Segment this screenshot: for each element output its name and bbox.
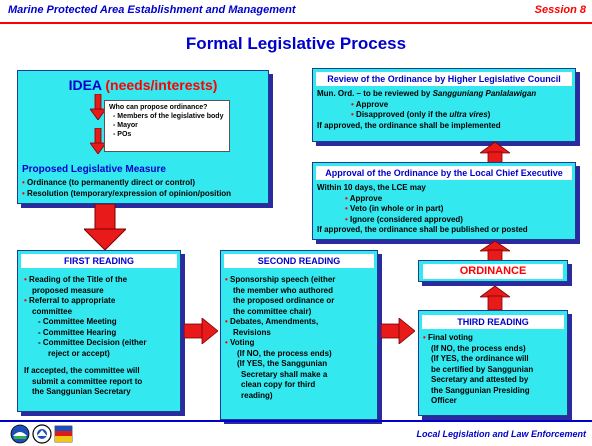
review-box: Review of the Ordinance by Higher Legisl… [312, 68, 576, 142]
idea-arrow-2-icon [90, 128, 106, 154]
who-can-propose-box: Who can propose ordinance? - Members of … [104, 100, 230, 152]
third-reading-title: THIRD READING [422, 315, 564, 329]
second-line: the member who authored [233, 285, 334, 295]
who-item: - POs [113, 131, 132, 138]
second-line: Revisions [233, 327, 271, 337]
approval-box: Approval of the Ordinance by the Local C… [312, 162, 576, 240]
logo-2-icon [32, 424, 52, 444]
plm-heading: Proposed Legislative Measure [22, 164, 166, 175]
first-reading-text: • Reading of the Title of the proposed m… [24, 275, 147, 396]
second-line: the proposed ordinance or [233, 296, 335, 305]
up-arrow-3-icon [480, 286, 510, 310]
third-line: (If NO, the process ends) [431, 343, 526, 353]
third-line: (If YES, the ordinance will [431, 354, 529, 363]
first-end: submit a committee report to [32, 376, 143, 386]
footer-divider [0, 420, 592, 422]
third-reading-box: THIRD READING • Final voting (If NO, the… [418, 310, 568, 416]
review-title: Review of the Ordinance by Higher Legisl… [316, 72, 572, 86]
first-reading-title: FIRST READING [21, 254, 177, 268]
second-reading-box: SECOND READING • Sponsorship speech (eit… [220, 250, 378, 420]
first-sub: - Committee Hearing [38, 327, 117, 337]
first-end: If accepted, the committee will [24, 366, 140, 375]
plm-item-resolution: • Resolution (temporary/expression of op… [22, 189, 232, 198]
review-approve: Approve [355, 99, 389, 109]
who-heading: Who can propose ordinance? [109, 104, 208, 111]
second-reading-title: SECOND READING [224, 254, 374, 268]
idea-title: IDEA (needs/interests) [18, 77, 268, 93]
third-reading-text: • Final voting (If NO, the process ends)… [423, 333, 534, 405]
plm-item-ordinance: • Ordinance (to permanently direct or co… [22, 178, 196, 187]
up-arrow-1-icon [480, 142, 510, 164]
second-line: (If NO, the process ends) [237, 348, 332, 358]
ordinance-box: ORDINANCE [418, 260, 568, 282]
second-reading-text: • Sponsorship speech (either the member … [225, 275, 336, 400]
idea-label: IDEA [68, 77, 102, 93]
second-line: Voting [230, 338, 255, 347]
plm-item-text: Ordinance (to permanently direct or cont… [27, 178, 196, 187]
header-divider [0, 22, 592, 24]
review-text: Mun. Ord. – to be reviewed by Sanggunian… [317, 89, 537, 130]
second-line: Secretary shall make a [241, 369, 328, 379]
page-title: Formal Legislative Process [185, 34, 407, 53]
review-line1-em: Sangguniang Panlalawigan [432, 89, 537, 98]
slide-header: Marine Protected Area Establishment and … [0, 0, 592, 24]
idea-arrow-1-icon [90, 94, 106, 120]
third-line: the Sanggunian Presiding [431, 385, 530, 395]
first-reading-box: FIRST READING • Reading of the Title of … [17, 250, 181, 412]
third-line: be certified by Sanggunian [431, 364, 534, 374]
up-arrow-2-icon [480, 241, 510, 261]
footer-text: Local Legislation and Law Enforcement [416, 429, 586, 439]
down-arrow-big-icon [84, 204, 126, 250]
second-line: clean copy for third [241, 380, 316, 389]
who-item: - Members of the legislative body [113, 113, 224, 120]
first-end: the Sanggunian Secretary [32, 387, 131, 396]
footer-logos [10, 424, 73, 444]
plm-item-text: Resolution (temporary/expression of opin… [27, 189, 232, 198]
right-arrow-2-icon [381, 318, 415, 344]
first-line: proposed measure [32, 285, 104, 295]
header-session-label: Session 8 [534, 4, 586, 16]
who-item: - Mayor [113, 122, 138, 129]
logo-1-icon [10, 424, 30, 444]
approval-item: Ignore (considered approved) [350, 214, 463, 224]
second-line: the committee chair) [233, 306, 312, 316]
review-line1: Mun. Ord. – to be reviewed by [317, 89, 431, 98]
logo-3-icon [54, 425, 73, 443]
first-line: Referral to appropriate [29, 296, 116, 305]
header-course-title: Marine Protected Area Establishment and … [8, 4, 296, 16]
third-line: Officer [431, 396, 457, 405]
approval-line1: Within 10 days, the LCE may [317, 183, 426, 192]
right-arrow-1-icon [184, 318, 218, 344]
first-sub: - Committee Decision (either [38, 338, 147, 347]
review-end: If approved, the ordinance shall be impl… [317, 120, 501, 130]
review-ultra-vires: ultra vires [449, 110, 488, 119]
idea-paren: (needs/interests) [105, 77, 218, 93]
approval-item: Approve [349, 193, 383, 203]
third-line: Final voting [428, 333, 473, 342]
third-line: Secretary and attested by [431, 375, 529, 384]
first-line: committee [32, 306, 73, 316]
second-line: reading) [241, 390, 273, 400]
second-line: (If YES, the Sanggunian [237, 359, 328, 368]
first-sub: - Committee Meeting [38, 317, 117, 326]
second-line: Sponsorship speech (either [230, 275, 336, 284]
second-line: Debates, Amendments, [230, 317, 319, 326]
review-close-paren: ) [487, 110, 491, 119]
first-sub: reject or accept) [48, 348, 110, 358]
approval-item: Veto (in whole or in part) [350, 204, 444, 213]
approval-title: Approval of the Ordinance by the Local C… [316, 166, 572, 180]
approval-text: Within 10 days, the LCE may • Approve • … [317, 183, 528, 234]
first-line: Reading of the Title of the [29, 275, 128, 284]
approval-end: If approved, the ordinance shall be publ… [317, 225, 528, 234]
ordinance-label: ORDINANCE [423, 264, 563, 279]
review-disapprove: Disapproved (only if the [356, 110, 448, 119]
